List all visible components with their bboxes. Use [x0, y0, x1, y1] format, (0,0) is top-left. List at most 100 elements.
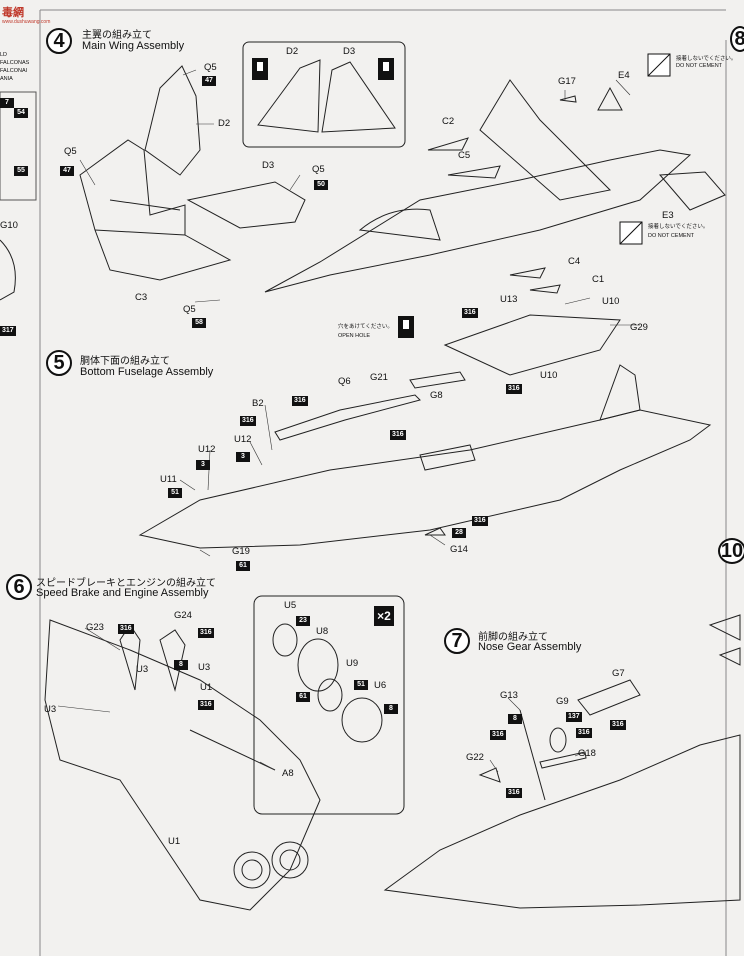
part-label: U11	[160, 474, 177, 485]
part-label: G14	[450, 544, 468, 555]
part-number: 3	[196, 460, 210, 470]
part-number: 61	[236, 561, 250, 571]
part-number: 316	[292, 396, 308, 406]
part-number: 316	[240, 416, 256, 426]
part-number: 316	[390, 430, 406, 440]
part-label: G7	[612, 668, 625, 679]
part-label: U1	[200, 682, 213, 693]
part-label: Q5	[312, 164, 325, 175]
step-title-en: Nose Gear Assembly	[478, 641, 582, 653]
part-number: 8	[174, 660, 188, 670]
engine-inset	[253, 595, 405, 815]
step-title-jp: スピードブレーキとエンジンの組み立て	[36, 578, 216, 589]
part-label: G22	[466, 752, 484, 763]
part-number: 51	[354, 680, 368, 690]
x2-badge: ×2	[374, 606, 394, 626]
part-label: C3	[135, 292, 148, 303]
part-label: D3	[262, 160, 275, 171]
part-label: D3	[343, 46, 356, 57]
part-label: C2	[442, 116, 455, 127]
part-label: U9	[346, 658, 359, 669]
part-label: U5	[284, 600, 297, 611]
step-title-en: Bottom Fuselage Assembly	[80, 366, 214, 378]
part-number: 50	[314, 180, 328, 190]
part-number: 51	[168, 488, 182, 498]
part-label: G24	[174, 610, 192, 621]
detail-inset	[242, 41, 406, 148]
part-label: D2	[218, 118, 231, 129]
step-title-en: Main Wing Assembly	[82, 40, 185, 52]
part-label: G19	[232, 546, 250, 557]
part-label: G23	[86, 622, 104, 633]
step-number: 6	[6, 574, 32, 600]
left-strip-text: ANIA	[0, 76, 13, 82]
part-label: G29	[630, 322, 648, 333]
part-label: Q5	[204, 62, 217, 73]
step-title-en: Speed Brake and Engine Assembly	[36, 587, 209, 599]
part-label: C1	[592, 274, 605, 285]
step-title-jp: 前脚の組み立て	[478, 632, 548, 643]
part-label: U6	[374, 680, 387, 691]
part-label: U10	[540, 370, 558, 381]
left-strip-text: FALCONAI	[0, 68, 28, 74]
part-number: 316	[472, 516, 488, 526]
part-label: G21	[370, 372, 388, 383]
left-strip-text: FALCONAS	[0, 60, 30, 66]
part-label: Q5	[64, 146, 77, 157]
note-en: DO NOT CEMENT	[648, 233, 695, 239]
part-label: B2	[252, 398, 264, 409]
watermark-url: www.dushuwang.com	[2, 19, 51, 25]
part-number: 316	[118, 624, 134, 634]
part-number: 316	[490, 730, 506, 740]
part-number: 7	[0, 98, 14, 108]
part-label: U12	[198, 444, 216, 455]
part-number: 55	[14, 166, 28, 176]
note-jp: 接着しないでください。	[676, 56, 737, 62]
part-number: 3	[236, 452, 250, 462]
part-number: 316	[198, 700, 214, 710]
part-number: 316	[506, 384, 522, 394]
part-label: Q6	[338, 376, 351, 387]
note-jp: 接着しないでください。	[648, 224, 709, 230]
part-number: 54	[14, 108, 28, 118]
part-number: 137	[566, 712, 582, 722]
part-label: D2	[286, 46, 299, 57]
part-label: U8	[316, 626, 329, 637]
step-title-jp: 胴体下面の組み立て	[80, 356, 170, 367]
part-label: C4	[568, 256, 581, 267]
note-en: DO NOT CEMENT	[676, 63, 723, 69]
wing-d3	[186, 181, 306, 229]
forward-fuselage	[383, 734, 741, 909]
part-label: U12	[234, 434, 252, 445]
part-label: U3	[198, 662, 211, 673]
part-number: 8	[508, 714, 522, 724]
part-number: 47	[60, 166, 74, 176]
part-label: G13	[500, 690, 518, 701]
wing-d2	[144, 65, 201, 176]
part-number: 28	[452, 528, 466, 538]
part-number: 47	[202, 76, 216, 86]
part-label: G18	[578, 748, 596, 759]
part-number: 58	[192, 318, 206, 328]
step-number: 10	[718, 538, 744, 564]
step-number: 4	[46, 28, 72, 54]
part-number: 8	[384, 704, 398, 714]
part-label: Q5	[183, 304, 196, 315]
part-number: 316	[462, 308, 478, 318]
left-strip-text: LD	[0, 52, 8, 58]
step-title-jp: 主翼の組み立て	[82, 30, 152, 41]
fuselage-rear	[44, 619, 321, 911]
part-label: G10	[0, 220, 18, 231]
part-number: 316	[576, 728, 592, 738]
step-number: 7	[444, 628, 470, 654]
part-label: U10	[602, 296, 620, 307]
part-number: 23	[296, 616, 310, 626]
watermark-logo: 毒網	[2, 7, 24, 19]
part-label: G8	[430, 390, 443, 401]
fuselage-top	[264, 149, 692, 293]
step-number: 5	[46, 350, 72, 376]
note-jp: 穴をあけてください。	[338, 324, 393, 330]
part-number: 316	[198, 628, 214, 638]
